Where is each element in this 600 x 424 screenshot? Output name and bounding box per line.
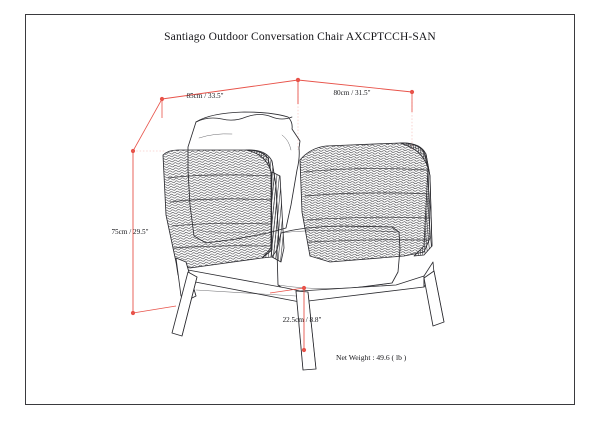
dimension-labels: 85cm / 33.5" 80cm / 31.5" 75cm / 29.5" 2… xyxy=(111,89,370,324)
net-weight-label: Net Weight : 49.6 ( lb ) xyxy=(336,353,407,362)
dimension-label-depth: 80cm / 31.5" xyxy=(333,89,370,97)
back-rope-panel xyxy=(299,142,431,263)
right-arm-roll xyxy=(399,142,433,257)
dimension-label-height: 75cm / 29.5" xyxy=(111,228,148,236)
dimension-depth-80cm xyxy=(295,77,415,112)
dimension-label-seat-clearance: 22.5cm / 8.8" xyxy=(283,316,322,324)
chair-illustration xyxy=(162,111,445,371)
front-left-post xyxy=(270,171,285,263)
dimension-label-width: 85cm / 33.5" xyxy=(186,92,223,100)
dimension-annotations xyxy=(130,77,415,353)
page-title: Santiago Outdoor Conversation Chair AXCP… xyxy=(164,31,436,43)
left-arm-rope-panel xyxy=(162,149,273,269)
dimension-height-75cm xyxy=(130,98,177,316)
dimension-width-85cm xyxy=(159,77,301,118)
dimension-seat-clearance-22-5cm xyxy=(269,285,307,353)
